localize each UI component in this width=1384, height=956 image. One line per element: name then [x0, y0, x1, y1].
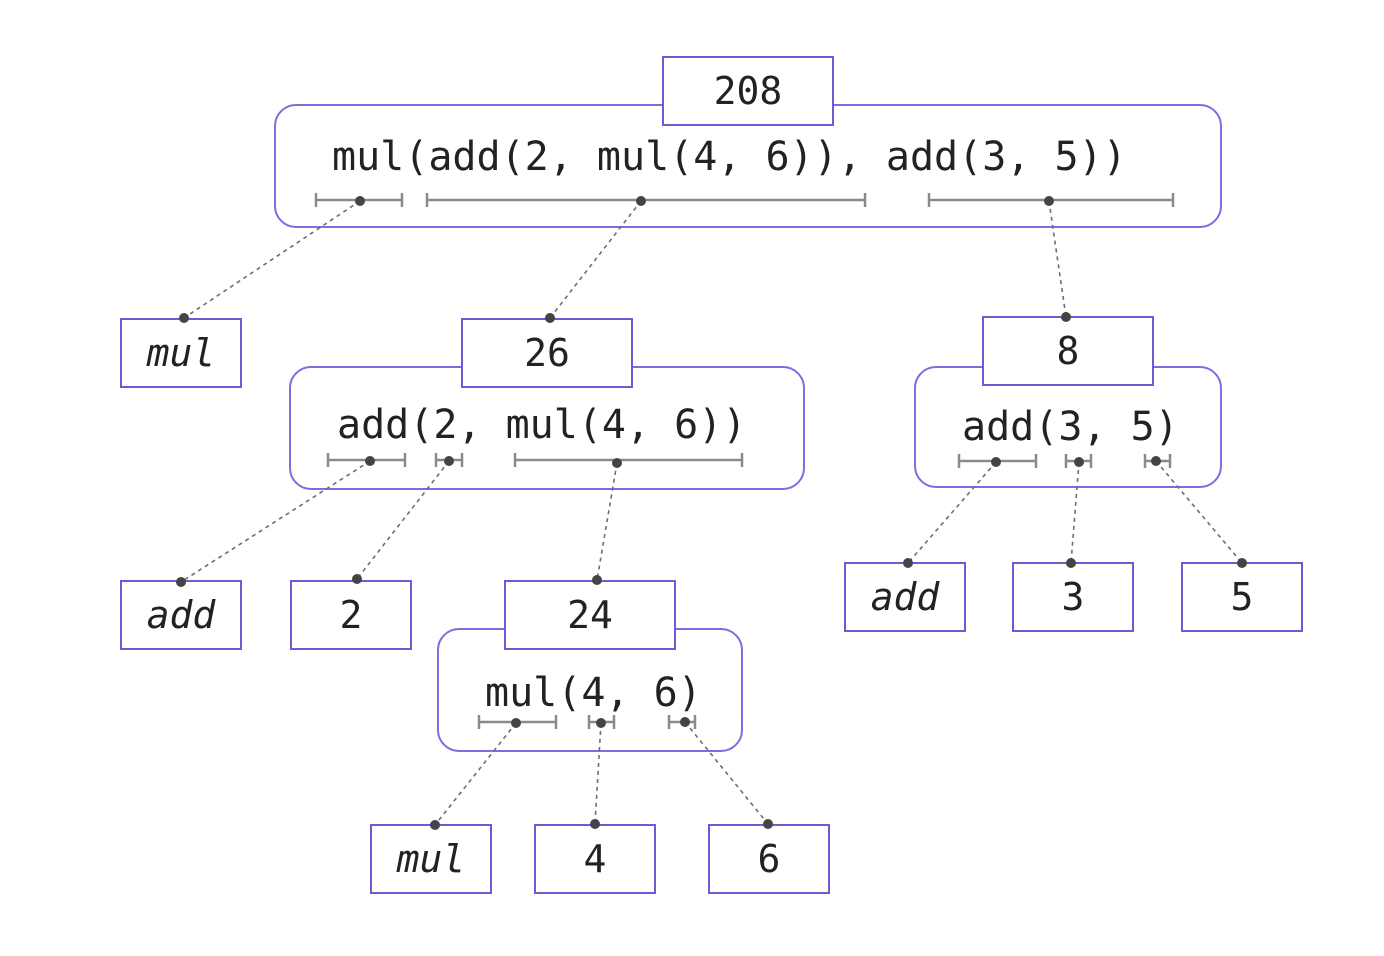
connector-root-26	[549, 200, 642, 319]
connector-24-6	[684, 721, 769, 825]
connector-8-add	[907, 461, 997, 564]
connector-root-8	[1048, 200, 1067, 318]
expr-text-26: add(2, mul(4, 6))	[337, 402, 747, 448]
connector-24-mul	[434, 722, 517, 826]
leaf-label: 6	[757, 837, 781, 881]
leaf-label: mul	[396, 837, 466, 881]
connector-dots	[176, 196, 1247, 830]
expr-text-8: add(3, 5)	[962, 404, 1179, 450]
connector-24-4	[594, 722, 602, 825]
span-root-arg1	[425, 193, 867, 207]
connector-26-add	[180, 460, 371, 583]
leaf-label: add	[146, 593, 216, 637]
leaf-4: 4	[534, 824, 656, 894]
leaf-2: 2	[290, 580, 412, 650]
leaf-mul-24: mul	[370, 824, 492, 894]
expr-box-26: add(2, mul(4, 6))	[289, 366, 805, 490]
leaf-label: 4	[583, 837, 607, 881]
leaf-label: add	[870, 575, 940, 619]
leaf-label: 3	[1061, 575, 1085, 619]
leaf-label: 5	[1230, 575, 1254, 619]
value-box-208: 208	[662, 56, 834, 126]
leaf-add-26: add	[120, 580, 242, 650]
value-label-8: 8	[1056, 329, 1080, 373]
leaf-label: mul	[146, 331, 216, 375]
value-label-26: 26	[524, 331, 570, 375]
leaf-mul-root: mul	[120, 318, 242, 388]
value-label-208: 208	[713, 69, 783, 113]
connector-26-2	[356, 460, 450, 580]
connector-root-mul	[183, 200, 361, 319]
value-box-24: 24	[504, 580, 676, 650]
leaf-add-8: add	[844, 562, 966, 632]
leaf-label: 2	[339, 593, 363, 637]
expr-text-24: mul(4, 6)	[485, 670, 702, 716]
connector-26-24	[596, 462, 618, 581]
expr-text-root: mul(add(2, mul(4, 6)), add(3, 5))	[332, 134, 1127, 180]
connector-8-5	[1155, 460, 1243, 564]
span-26-arg2	[513, 453, 744, 467]
value-label-24: 24	[567, 593, 613, 637]
connector-8-3	[1070, 461, 1080, 564]
